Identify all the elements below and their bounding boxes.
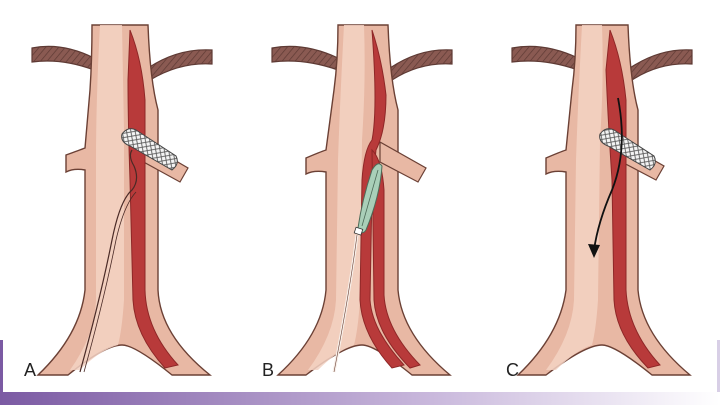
aorta-outer bbox=[516, 24, 692, 376]
right-upper-branch bbox=[147, 49, 213, 81]
left-upper-branch bbox=[271, 45, 339, 71]
panel-a bbox=[31, 24, 213, 376]
aorta-true-lumen bbox=[70, 25, 124, 370]
slide-frame-left bbox=[0, 340, 3, 392]
renal-branch bbox=[379, 140, 427, 183]
flow-arrow-icon bbox=[593, 97, 623, 251]
panel-b bbox=[271, 24, 453, 376]
panel-label-b: B bbox=[262, 360, 275, 380]
stent-mesh-icon bbox=[599, 128, 656, 171]
stent-mesh-icon bbox=[121, 128, 178, 171]
slide-accent-bar bbox=[0, 392, 720, 405]
left-upper-branch bbox=[31, 45, 95, 71]
aorta-true-lumen bbox=[546, 25, 603, 370]
panel-label-a: A bbox=[24, 360, 37, 380]
left-upper-branch bbox=[511, 45, 579, 71]
guidewire bbox=[79, 149, 138, 373]
panel-c bbox=[511, 24, 693, 376]
right-upper-branch bbox=[629, 49, 693, 81]
panel-label-c: C bbox=[506, 360, 519, 380]
slide-frame-right bbox=[717, 340, 720, 392]
right-upper-branch bbox=[389, 49, 453, 81]
